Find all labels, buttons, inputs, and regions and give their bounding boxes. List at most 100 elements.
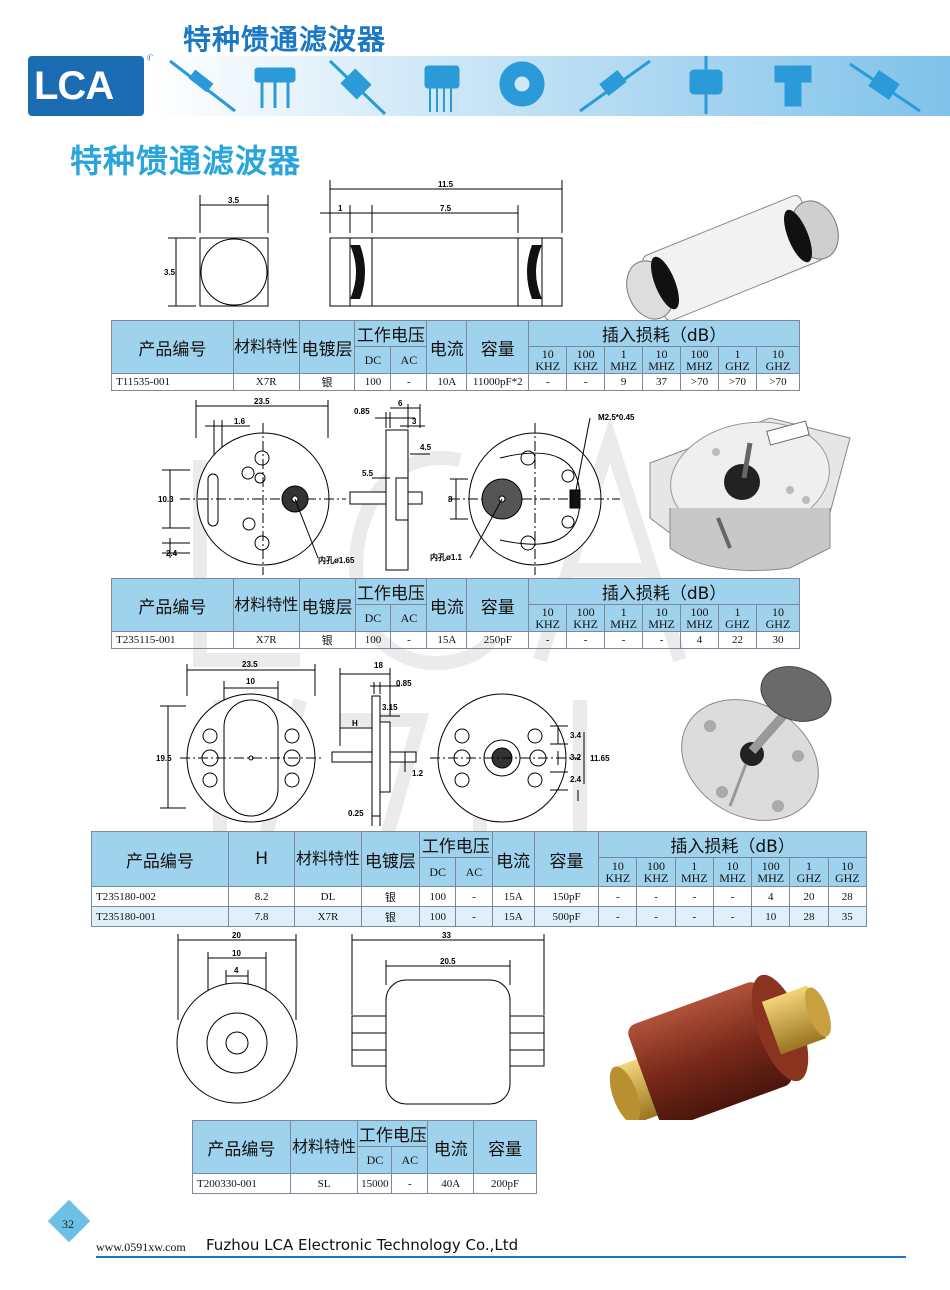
cell-capacity: 150pF (533, 886, 600, 907)
header-material: 材料特性 (289, 1120, 359, 1174)
page-number-badge (47, 1199, 91, 1243)
header-capacity: 容量 (533, 831, 600, 887)
header-part-no: 产品编号 (111, 320, 234, 374)
cell-loss: - (712, 906, 753, 927)
cell-loss: - (598, 886, 638, 907)
footer-url[interactable]: www.0591xw.com (96, 1240, 186, 1254)
header-ac: AC (391, 1146, 429, 1174)
header-material: 材料特性 (232, 578, 300, 632)
cell-ac: - (390, 373, 428, 391)
header-title: 特种馈通滤波器 (183, 23, 387, 56)
dim-note: 内孔ø1.65 (318, 555, 355, 565)
cell-dc: 100 (354, 631, 392, 649)
header-capacity: 容量 (466, 578, 530, 632)
header-current: 电流 (491, 831, 535, 887)
cell-loss: 10 (751, 906, 791, 927)
spec-table-2: 产品编号 材料特性 电镀层 工作电压 电流 容量 插入损耗（dB） DC AC … (111, 578, 801, 649)
cell-loss: 28 (827, 886, 868, 907)
cell-capacity: 250pF (466, 631, 530, 649)
cell-part-no: T200330-001 (192, 1173, 291, 1194)
dim-label: 1.2 (412, 769, 424, 778)
cell-current: 15A (491, 906, 535, 927)
table-row: T235180-002 8.2 DL 银 100 - 15A 150pF - -… (91, 886, 868, 907)
cell-loss: - (674, 906, 714, 927)
cell-ac: - (455, 906, 493, 927)
dim-label: 3.15 (382, 703, 398, 712)
cell-loss: - (636, 906, 676, 927)
cell-material: X7R (232, 373, 300, 391)
cell-loss: - (604, 631, 644, 649)
cell-loss: - (566, 631, 606, 649)
dim-label: H (352, 719, 358, 728)
header-part-no: 产品编号 (91, 831, 229, 887)
header-voltage: 工作电压 (354, 578, 428, 605)
table-row: T200330-001 SL 15000 - 40A 200pF (192, 1173, 537, 1194)
cell-current: 40A (427, 1173, 475, 1194)
cell-current: 15A (491, 886, 535, 907)
cell-loss: - (642, 631, 682, 649)
cell-loss: 30 (755, 631, 801, 649)
dim-label: 3.2 (570, 753, 582, 762)
cell-material: SL (289, 1173, 359, 1194)
header-dc: DC (357, 1146, 393, 1174)
cell-material: X7R (294, 906, 362, 927)
page-title: 特种馈通滤波器 (70, 142, 302, 180)
cell-part-no: T235115-001 (111, 631, 234, 649)
header-dc: DC (419, 857, 457, 887)
dim-label: 3.4 (570, 731, 582, 740)
cell-loss: 4 (680, 631, 720, 649)
dim-label: 1 (338, 204, 343, 213)
cell-part-no: T11535-001 (111, 373, 234, 391)
cell-loss: - (712, 886, 753, 907)
dim-label: 0.85 (396, 679, 412, 688)
header-plating: 电镀层 (298, 320, 356, 374)
dim-label: 2.4 (166, 549, 178, 558)
dim-label: 20 (232, 931, 241, 940)
cell-material: DL (294, 886, 362, 907)
drawing-3: 23.5 10 19.5 18 0.85 3.15 H 1.2 0.25 3.4… (156, 660, 832, 826)
dim-label: 4.5 (420, 443, 432, 452)
drawing-2: 23.5 1.6 10.3 2.4 0.85 6 3 4.5 5.5 8 M2.… (158, 398, 851, 575)
cell-loss: >70 (755, 373, 801, 391)
dim-label: 3.5 (228, 196, 240, 205)
cell-loss: >70 (680, 373, 719, 391)
cell-loss: - (528, 631, 568, 649)
header-capacity: 容量 (473, 1120, 537, 1174)
header-ac: AC (455, 857, 493, 887)
dim-label: 23.5 (254, 398, 270, 406)
header-dc: DC (354, 604, 392, 632)
dim-label: 0.85 (354, 407, 370, 416)
header-voltage: 工作电压 (419, 831, 493, 858)
header-part-no: 产品编号 (192, 1120, 291, 1174)
header-part-no: 产品编号 (111, 578, 234, 632)
dim-label: 8 (448, 495, 453, 504)
header-ac: AC (390, 346, 428, 374)
cell-capacity: 200pF (473, 1173, 537, 1194)
dim-label: 23.5 (242, 660, 258, 669)
footer-company: Fuzhou LCA Electronic Technology Co.,Ltd (206, 1236, 519, 1254)
header-insertion-loss: 插入损耗（dB） (528, 578, 800, 605)
cell-loss: 22 (718, 631, 757, 649)
dim-note: 内孔ø1.1 (430, 552, 463, 562)
table-row: T235115-001 X7R 银 100 - 15A 250pF - - - … (111, 631, 801, 649)
cell-loss: - (566, 373, 606, 391)
header-ac: AC (390, 604, 428, 632)
header-plating: 电镀层 (298, 578, 356, 632)
dim-label: 10.3 (158, 495, 174, 504)
dim-label: 19.5 (156, 754, 172, 763)
dim-label: 10 (246, 677, 255, 686)
